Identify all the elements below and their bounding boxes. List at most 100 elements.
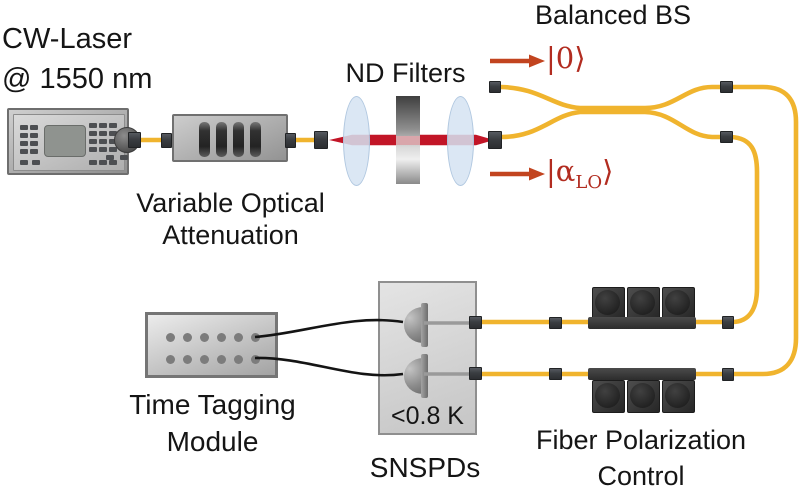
laser-button bbox=[99, 160, 107, 165]
connector-fpc-bottom-right bbox=[722, 368, 734, 381]
snspd-label: SNSPDs bbox=[369, 452, 481, 483]
connector-mid-bottom bbox=[549, 368, 562, 380]
attenuator-slot bbox=[250, 122, 261, 157]
connector-bs-input-vacuum bbox=[489, 81, 501, 93]
laser-button bbox=[20, 160, 28, 165]
laser-button bbox=[109, 160, 117, 165]
attenuator-slot bbox=[233, 122, 244, 157]
ket-alpha-prefix: |α bbox=[546, 154, 576, 188]
laser-button bbox=[89, 131, 97, 136]
laser-button bbox=[99, 123, 107, 128]
fpc-paddle-disc bbox=[595, 383, 620, 408]
laser-button bbox=[109, 131, 117, 136]
connector-bs-input-signal bbox=[488, 131, 502, 149]
laser-button bbox=[99, 147, 107, 152]
vacuum-arrow-head bbox=[529, 54, 545, 68]
laser-label-line2: @ 1550 nm bbox=[2, 63, 153, 95]
connector-voa-left bbox=[161, 133, 172, 148]
fpc-paddle-disc bbox=[665, 383, 690, 408]
laser-button bbox=[20, 125, 28, 130]
laser-button bbox=[99, 131, 107, 136]
ket-alpha-subscript: LO bbox=[575, 172, 603, 193]
laser-button bbox=[30, 141, 38, 146]
ket-vacuum-label: |0⟩ bbox=[546, 41, 586, 75]
attenuator-slot bbox=[199, 122, 210, 157]
fpc-paddle bbox=[627, 380, 660, 413]
connector-mid-top bbox=[549, 317, 562, 329]
ttm-port bbox=[217, 333, 226, 342]
detector-bar-top bbox=[421, 303, 428, 347]
fpc-bar-top bbox=[588, 317, 696, 329]
connector-freespace-left bbox=[314, 131, 328, 149]
connector-fpc-top-right bbox=[722, 316, 734, 329]
laser-button bbox=[89, 160, 97, 165]
connector-laser-port bbox=[128, 132, 141, 148]
ttm-port bbox=[183, 355, 192, 364]
laser-button bbox=[89, 139, 97, 144]
fiber-group bbox=[137, 84, 799, 377]
fpc-paddle-disc bbox=[630, 290, 655, 315]
laser-button bbox=[89, 123, 97, 128]
laser-display bbox=[44, 125, 86, 157]
variable-optical-attenuator-icon bbox=[172, 114, 288, 162]
time-tagging-module-icon bbox=[145, 312, 278, 378]
state-arrows bbox=[490, 54, 545, 181]
laser-label-line1: CW-Laser bbox=[2, 23, 132, 55]
ttm-port bbox=[166, 333, 175, 342]
ttm-label-line1: Time Tagging bbox=[129, 389, 296, 420]
fpc-paddle bbox=[592, 380, 625, 413]
ttm-port bbox=[217, 355, 226, 364]
detector-dome-bottom bbox=[404, 358, 423, 394]
cw-laser-device-icon bbox=[7, 108, 140, 175]
laser-button bbox=[109, 123, 117, 128]
laser-button bbox=[106, 155, 114, 160]
laser-button bbox=[20, 149, 28, 154]
connector-snspd-top bbox=[469, 316, 482, 329]
snspd-temperature-label: <0.8 K bbox=[391, 402, 464, 430]
fiber-bs-lower-arm bbox=[498, 109, 726, 140]
laser-button bbox=[109, 147, 117, 152]
connector-bs-output-bottom bbox=[720, 131, 733, 143]
ket-alpha-suffix: ⟩ bbox=[602, 154, 614, 188]
laser-button bbox=[20, 141, 28, 146]
voa-label-line2: Attenuation bbox=[162, 220, 299, 250]
laser-button bbox=[109, 139, 117, 144]
fpc-bar-bottom bbox=[588, 368, 696, 380]
fiber-bs-upper-arm bbox=[498, 84, 726, 111]
fpc-label-line1: Fiber Polarization bbox=[535, 425, 747, 455]
fpc-label-line2: Control bbox=[597, 461, 685, 491]
voa-label-line1: Variable Optical bbox=[136, 188, 325, 218]
lo-arrow-head bbox=[529, 167, 545, 181]
ttm-port bbox=[251, 355, 260, 364]
detector-dome-top bbox=[404, 307, 423, 343]
laser-button bbox=[99, 139, 107, 144]
laser-button bbox=[30, 149, 38, 154]
fpc-paddle bbox=[592, 287, 625, 320]
ket-alpha-label: |αLO⟩ bbox=[546, 157, 613, 192]
ttm-port bbox=[166, 355, 175, 364]
laser-button bbox=[89, 147, 97, 152]
fpc-paddle-disc bbox=[630, 383, 655, 408]
ttm-port bbox=[183, 333, 192, 342]
connector-bs-output-top bbox=[720, 81, 733, 93]
ttm-port bbox=[200, 355, 209, 364]
coax-wire-top bbox=[254, 318, 404, 339]
detector-bar-bottom bbox=[421, 354, 428, 398]
lens-icon-left bbox=[343, 96, 370, 186]
ttm-label-line2: Module bbox=[166, 426, 259, 457]
ttm-port bbox=[200, 333, 209, 342]
connector-snspd-bottom bbox=[469, 367, 482, 380]
nd-filters-label: ND Filters bbox=[345, 58, 466, 88]
fpc-paddle-disc bbox=[665, 290, 690, 315]
balanced-bs-label: Balanced BS bbox=[534, 0, 692, 30]
laser-button bbox=[120, 155, 128, 160]
connector-voa-right bbox=[285, 133, 296, 148]
laser-button bbox=[32, 160, 40, 165]
ttm-port bbox=[234, 333, 243, 342]
laser-button bbox=[20, 133, 28, 138]
fpc-paddle-disc bbox=[595, 290, 620, 315]
laser-button bbox=[30, 125, 38, 130]
laser-front-panel bbox=[13, 114, 140, 171]
